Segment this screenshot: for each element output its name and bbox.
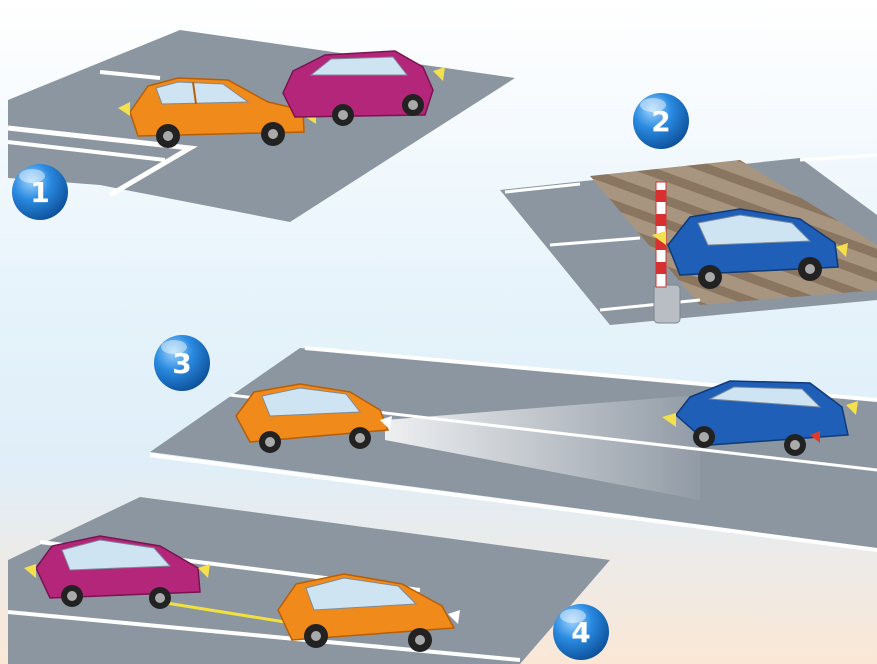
badge-4-label: 4 bbox=[571, 616, 590, 649]
badge-3-label: 3 bbox=[172, 347, 191, 380]
badge-1-label: 1 bbox=[30, 176, 49, 209]
badge-2-label: 2 bbox=[651, 105, 670, 138]
badge-1: 1 bbox=[12, 164, 68, 220]
badge-3: 3 bbox=[154, 335, 210, 391]
badge-4: 4 bbox=[553, 604, 609, 660]
badge-2: 2 bbox=[633, 93, 689, 149]
